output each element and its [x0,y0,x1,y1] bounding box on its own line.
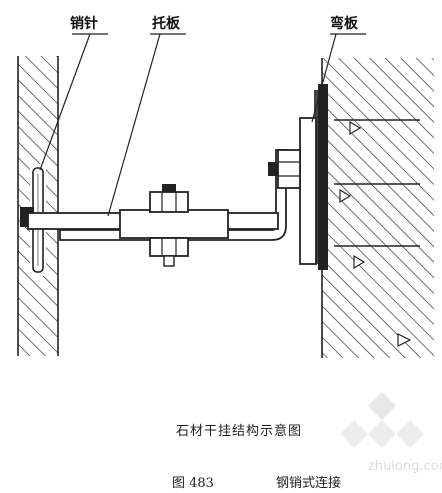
bracket-bolt [149,184,189,267]
label-pin: 销针 [70,15,98,32]
figure-number: 图 483 [172,476,214,491]
watermark-logo: zhulong.com [340,392,442,474]
label-bracket: 托板 [152,15,181,32]
support-bracket [27,209,279,239]
leader-lines [39,33,366,217]
concrete-wall [321,58,434,358]
diagram-subtitle: 石材干挂结构示意图 [176,424,303,439]
watermark-text: zhulong.com [368,459,442,474]
wall-bolt [268,149,301,189]
label-curved-plate: 弯板 [330,15,359,32]
figure-name: 钢销式连接 [276,476,342,491]
